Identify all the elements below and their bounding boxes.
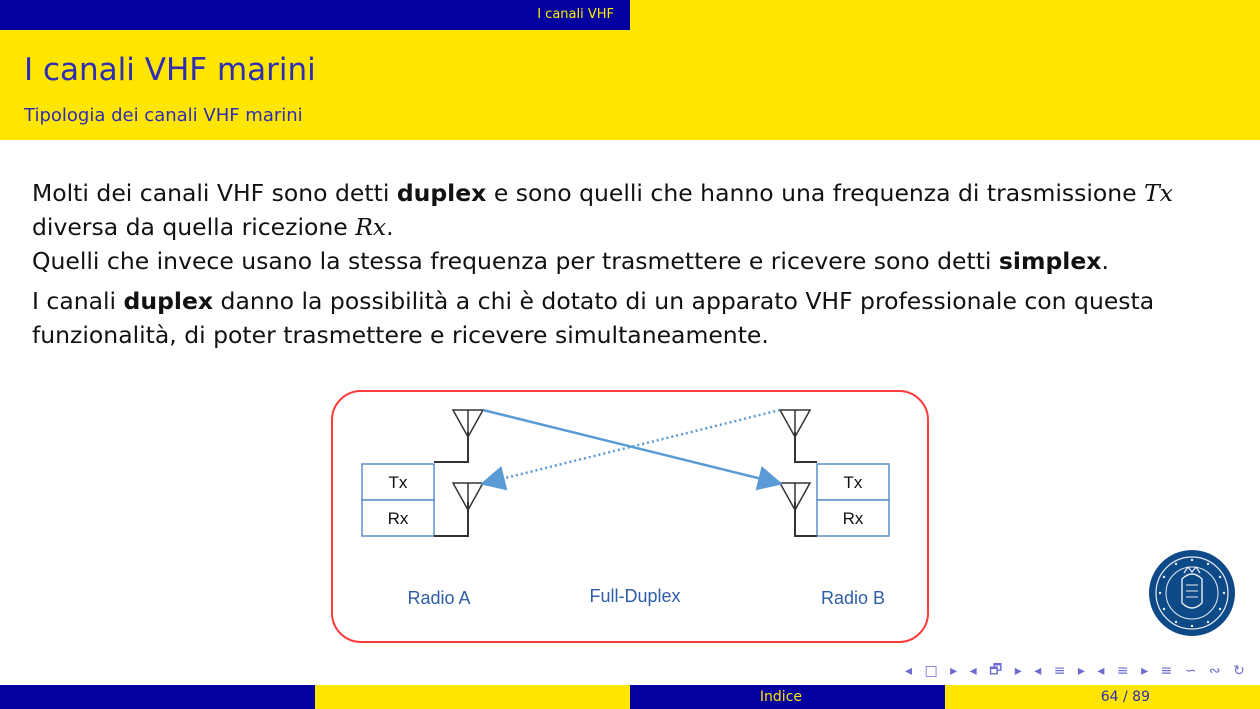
symbol-rx: Rx bbox=[355, 213, 387, 241]
page-current: 64 bbox=[1100, 689, 1119, 705]
bold-term-simplex: simplex bbox=[998, 247, 1102, 275]
full-duplex-diagram: Tx Rx Radio A Tx Rx Radio B bbox=[331, 390, 929, 643]
nav-next-subsection-icon[interactable]: ▸ bbox=[1077, 663, 1085, 679]
section-icon[interactable]: ≡ bbox=[1116, 663, 1129, 679]
nav-prev-subsection-icon[interactable]: ◂ bbox=[1034, 663, 1042, 679]
text-run: . bbox=[1101, 247, 1109, 275]
beamer-nav-controls: ◂ □ ▸ ◂ 🗗 ▸ ◂ ≡ ▸ ◂ ≡ ▸ ≡ ∽ ∾ ↻ bbox=[905, 660, 1245, 682]
radio-b-tx-label: Tx bbox=[844, 473, 863, 492]
slide-body: Molti dei canali VHF sono detti duplex e… bbox=[32, 176, 1247, 352]
radio-a-label: Radio A bbox=[407, 588, 470, 608]
document-icon[interactable]: ≡ bbox=[1160, 663, 1173, 679]
nav-next-section-icon[interactable]: ▸ bbox=[1141, 663, 1149, 679]
mode-label: Full-Duplex bbox=[589, 586, 680, 606]
nav-next-frame-icon[interactable]: ▸ bbox=[950, 663, 958, 679]
link-b-to-a bbox=[480, 408, 781, 491]
diagram-canvas: Tx Rx Radio A Tx Rx Radio B bbox=[361, 408, 890, 608]
search-icon[interactable]: ↻ bbox=[1233, 663, 1245, 679]
index-link-label[interactable]: Indice bbox=[759, 689, 802, 705]
radio-a-tx-label: Tx bbox=[389, 473, 408, 492]
search-back-icon[interactable]: ∽ bbox=[1184, 663, 1197, 679]
text-run: I canali bbox=[32, 287, 124, 315]
footer-bar: Indice 64 / 89 bbox=[0, 685, 1260, 709]
radio-b-rx-box bbox=[816, 499, 890, 537]
radio-a-rx-label: Rx bbox=[388, 509, 409, 528]
top-bar-fill bbox=[630, 0, 1260, 30]
text-run: Molti dei canali VHF sono detti bbox=[32, 179, 397, 207]
title-band: I canali VHF marini Tipologia dei canali… bbox=[0, 30, 1260, 140]
slide-title: I canali VHF marini bbox=[24, 52, 316, 88]
bold-term-duplex: duplex bbox=[396, 179, 487, 207]
nav-next-slide-icon[interactable]: ▸ bbox=[1014, 663, 1022, 679]
text-run: diversa da quella ricezione bbox=[32, 213, 356, 241]
paragraph-simplex-definition: Quelli che invece usano la stessa freque… bbox=[32, 244, 1247, 278]
text-run: Quelli che invece usano la stessa freque… bbox=[32, 247, 999, 275]
paragraph-duplex-definition: Molti dei canali VHF sono detti duplex e… bbox=[32, 176, 1247, 244]
page-separator: / bbox=[1123, 689, 1128, 705]
nav-prev-section-icon[interactable]: ◂ bbox=[1097, 663, 1105, 679]
slide-subtitle: Tipologia dei canali VHF marini bbox=[24, 105, 303, 126]
footer-segment bbox=[315, 685, 630, 709]
footer-index-link[interactable]: Indice bbox=[630, 685, 945, 709]
symbol-tx: Tx bbox=[1144, 179, 1174, 207]
radio-b-unit: Tx Rx Radio B bbox=[778, 409, 890, 608]
frame-icon[interactable]: □ bbox=[924, 663, 938, 679]
radio-b-rx-label: Rx bbox=[843, 509, 864, 528]
text-run: e sono quelli che hanno una frequenza di… bbox=[486, 179, 1145, 207]
university-seal-icon bbox=[1148, 549, 1236, 637]
footer-page-number: 64 / 89 bbox=[945, 685, 1260, 709]
text-run: . bbox=[386, 213, 394, 241]
page-total: 89 bbox=[1132, 689, 1150, 705]
nav-prev-slide-icon[interactable]: ◂ bbox=[969, 663, 977, 679]
nav-prev-frame-icon[interactable]: ◂ bbox=[905, 663, 913, 679]
slide-icon[interactable]: 🗗 bbox=[989, 662, 1003, 678]
footer-segment bbox=[0, 685, 315, 709]
radio-b-label: Radio B bbox=[821, 588, 885, 608]
radio-a-rx-box bbox=[361, 499, 435, 537]
bold-term-duplex: duplex bbox=[123, 287, 214, 315]
section-label[interactable]: I canali VHF bbox=[537, 7, 614, 22]
subsection-icon[interactable]: ≡ bbox=[1053, 663, 1066, 679]
paragraph-duplex-usage: I canali duplex danno la possibilità a c… bbox=[32, 284, 1247, 352]
section-nav-item[interactable]: I canali VHF bbox=[0, 0, 630, 30]
top-nav-bar: I canali VHF bbox=[0, 0, 1260, 30]
search-forward-icon[interactable]: ∾ bbox=[1208, 663, 1221, 679]
radio-a-unit: Tx Rx Radio A bbox=[361, 409, 485, 608]
link-a-to-b bbox=[482, 408, 783, 491]
text-run: danno la possibilità a chi è dotato di u… bbox=[32, 287, 1155, 349]
